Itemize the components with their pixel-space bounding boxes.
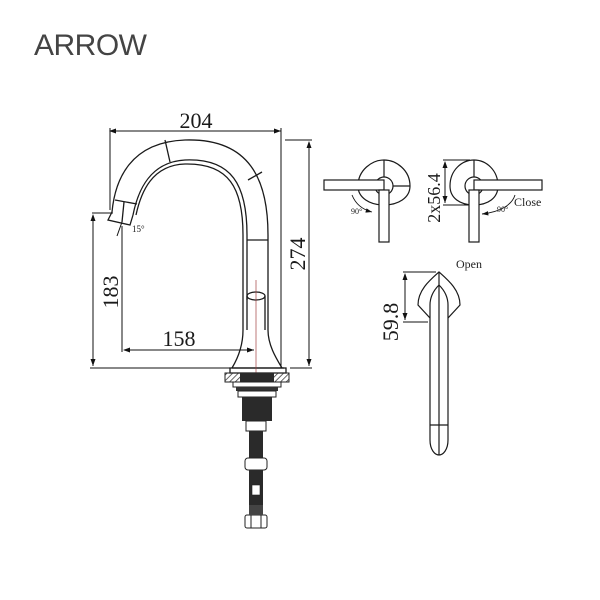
dim-spout-height: 183 xyxy=(98,276,123,309)
dim-handle-length: 59.8 xyxy=(378,303,403,342)
mounting-assembly xyxy=(224,372,290,529)
dim-overall-height: 274 xyxy=(285,238,310,271)
faucet-side-view xyxy=(107,139,287,374)
dimension-lines xyxy=(90,128,312,369)
handle-side-view xyxy=(417,271,461,456)
dim-handle-spacing: 2x56.4 xyxy=(424,173,444,223)
dim-spout-reach: 158 xyxy=(163,326,196,351)
open-label: Open xyxy=(456,257,482,271)
rotation-angle-right: 90° xyxy=(497,205,508,214)
dim-spout-angle: 15° xyxy=(132,224,145,234)
handle-top-view-left xyxy=(323,159,411,243)
handle-top-view-right xyxy=(449,159,543,243)
rotation-angle-left: 90° xyxy=(351,207,362,216)
brand-logo: ARROW xyxy=(34,29,147,62)
close-label: Close xyxy=(514,195,541,209)
dim-overall-width: 204 xyxy=(180,108,213,133)
